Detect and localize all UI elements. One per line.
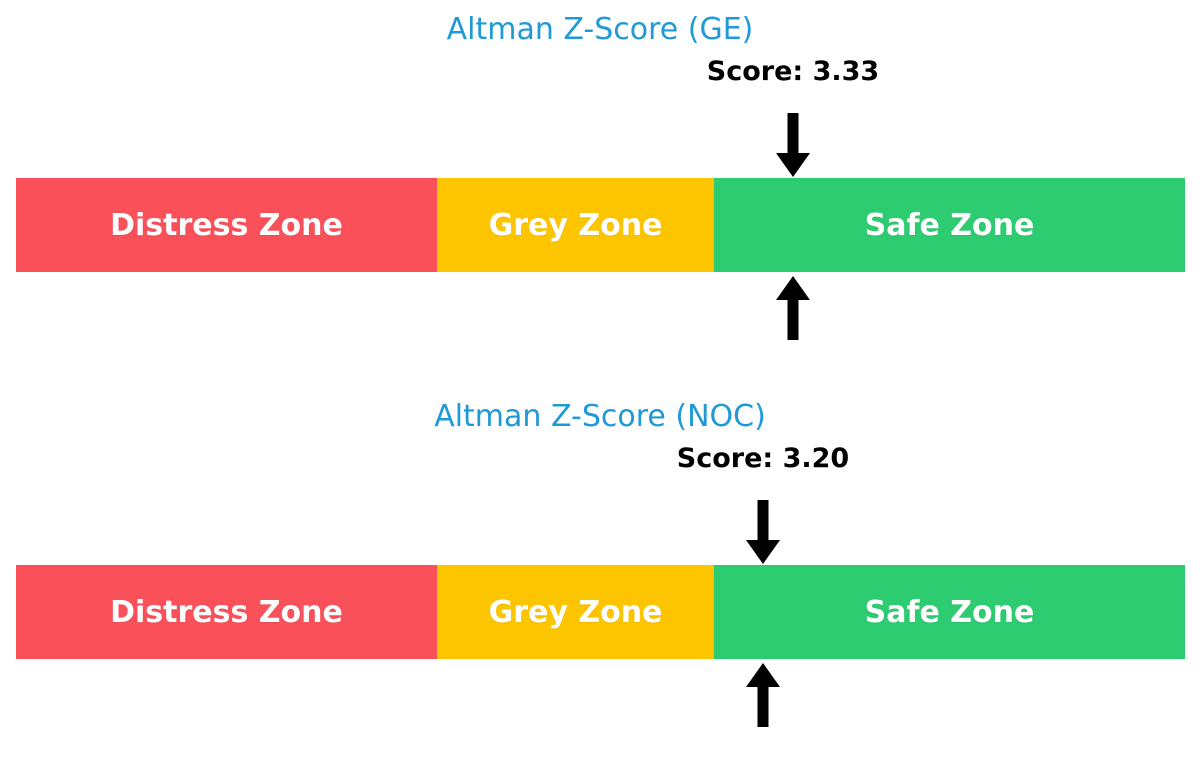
score-label-noc: Score: 3.20 — [676, 443, 850, 474]
zone-grey-noc: Grey Zone — [437, 565, 714, 659]
zone-label-distress-noc: Distress Zone — [110, 594, 343, 630]
zone-bar-noc: Distress Zone Grey Zone Safe Zone — [16, 565, 1185, 659]
zone-grey-ge: Grey Zone — [437, 178, 714, 272]
zone-label-grey-noc: Grey Zone — [488, 594, 663, 630]
score-label-ge: Score: 3.33 — [706, 56, 880, 87]
zscore-panel-noc: Altman Z-Score (NOC) Score: 3.20 Distres… — [0, 387, 1200, 774]
arrow-down-icon — [773, 113, 813, 179]
zone-label-safe-noc: Safe Zone — [864, 594, 1035, 630]
zone-safe-ge: Safe Zone — [714, 178, 1185, 272]
arrow-up-icon — [773, 275, 813, 341]
zone-label-grey-ge: Grey Zone — [488, 207, 663, 243]
zone-distress-ge: Distress Zone — [16, 178, 437, 272]
zone-distress-noc: Distress Zone — [16, 565, 437, 659]
zone-bar-ge: Distress Zone Grey Zone Safe Zone — [16, 178, 1185, 272]
zone-label-safe-ge: Safe Zone — [864, 207, 1035, 243]
zone-label-distress-ge: Distress Zone — [110, 207, 343, 243]
panel-title-noc: Altman Z-Score (NOC) — [434, 399, 766, 434]
zscore-panel-ge: Altman Z-Score (GE) Score: 3.33 Distress… — [16, 12, 1185, 341]
panel-title-ge: Altman Z-Score (GE) — [446, 12, 754, 47]
arrow-down-icon — [743, 500, 783, 566]
arrow-up-icon — [743, 662, 783, 728]
zone-safe-noc: Safe Zone — [714, 565, 1185, 659]
